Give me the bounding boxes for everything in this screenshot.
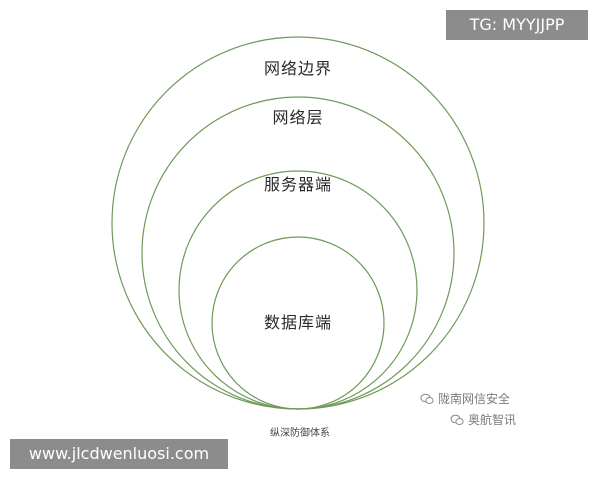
wechat-icon bbox=[420, 393, 434, 404]
ring-database-side bbox=[211, 236, 385, 410]
label-network-layer: 网络层 bbox=[272, 108, 324, 127]
url-overlay-label: www.jlcdwenluosi.com bbox=[10, 439, 228, 469]
watermark-text: 陇南网信安全 bbox=[438, 392, 511, 406]
wechat-icon bbox=[450, 414, 464, 425]
watermark-aohang: 奥航智讯 bbox=[450, 411, 516, 428]
ring-network-layer bbox=[141, 96, 455, 410]
label-server-side: 服务器端 bbox=[263, 175, 333, 194]
label-network-boundary: 网络边界 bbox=[263, 59, 333, 78]
ring-network-boundary bbox=[111, 36, 485, 410]
watermark-text: 奥航智讯 bbox=[468, 413, 517, 427]
label-database-side: 数据库端 bbox=[263, 313, 333, 332]
watermark-longnan: 陇南网信安全 bbox=[420, 390, 510, 407]
ring-server-side bbox=[178, 170, 418, 410]
diagram-caption: 纵深防御体系 bbox=[270, 428, 330, 439]
tg-overlay-label: TG: MYYJJPP bbox=[446, 10, 588, 40]
